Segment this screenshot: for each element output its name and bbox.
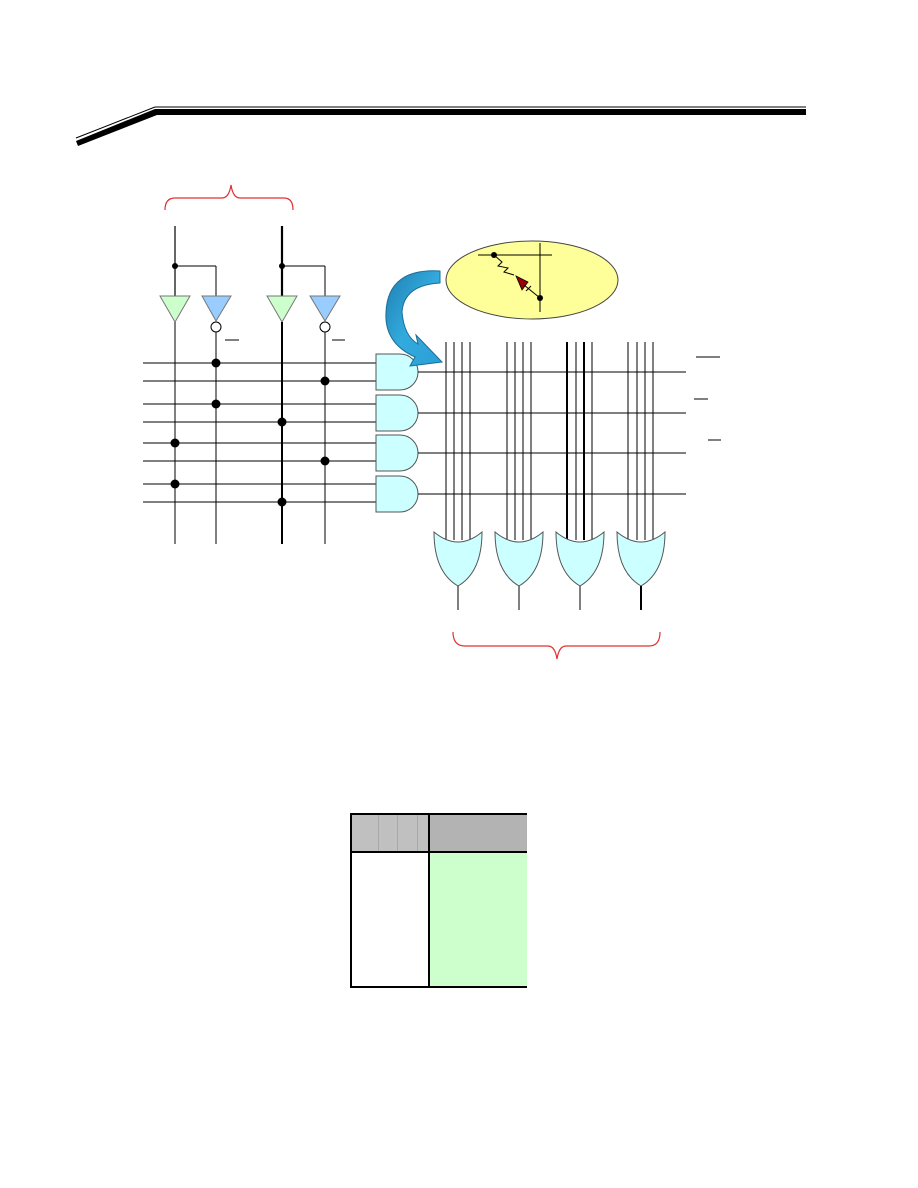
truth-table-output-header: [430, 815, 527, 851]
truth-table-input-header: [352, 815, 428, 851]
or-gate-4: [616, 530, 666, 587]
and-gate-3: [375, 434, 419, 472]
buffer-a: [159, 295, 191, 324]
fuse-icon: [478, 243, 552, 312]
inverter-b: [309, 295, 341, 322]
fuse-callout: [445, 240, 619, 320]
inputs-brace: [164, 184, 294, 211]
and-gate-2: [375, 394, 419, 432]
input-a-junction: [172, 263, 178, 269]
truth-table-header-rule: [352, 851, 527, 853]
outputs-brace: [452, 631, 661, 660]
and-plane-lines: [143, 362, 378, 503]
curved-arrow-icon: [385, 270, 444, 367]
inverter-a-bubble: [210, 321, 222, 333]
or-gate-2: [494, 530, 544, 587]
input-b-junction: [279, 263, 285, 269]
truth-table-header-divider: [417, 815, 418, 851]
input-lines: [174, 226, 326, 296]
truth-table-column-rule: [428, 815, 430, 986]
output-lines: [457, 586, 642, 610]
buffer-b: [266, 295, 298, 324]
and-gate-1: [375, 353, 419, 391]
truth-table-output-body: [430, 853, 527, 986]
or-gate-3: [555, 530, 605, 587]
inverter-b-bubble: [319, 321, 331, 333]
or-plane-lines: [445, 342, 654, 540]
and-gate-4: [375, 475, 419, 513]
truth-table: [350, 813, 527, 988]
inverter-a: [201, 295, 232, 322]
or-gate-1: [433, 530, 483, 587]
truth-table-input-body: [352, 853, 428, 986]
header-rule: [75, 106, 806, 146]
and-plane-connections: [170, 358, 330, 507]
literal-lines: [174, 322, 326, 544]
truth-table-header-divider: [397, 815, 398, 851]
truth-table-header-divider: [378, 815, 379, 851]
product-term-lines: [418, 371, 686, 495]
